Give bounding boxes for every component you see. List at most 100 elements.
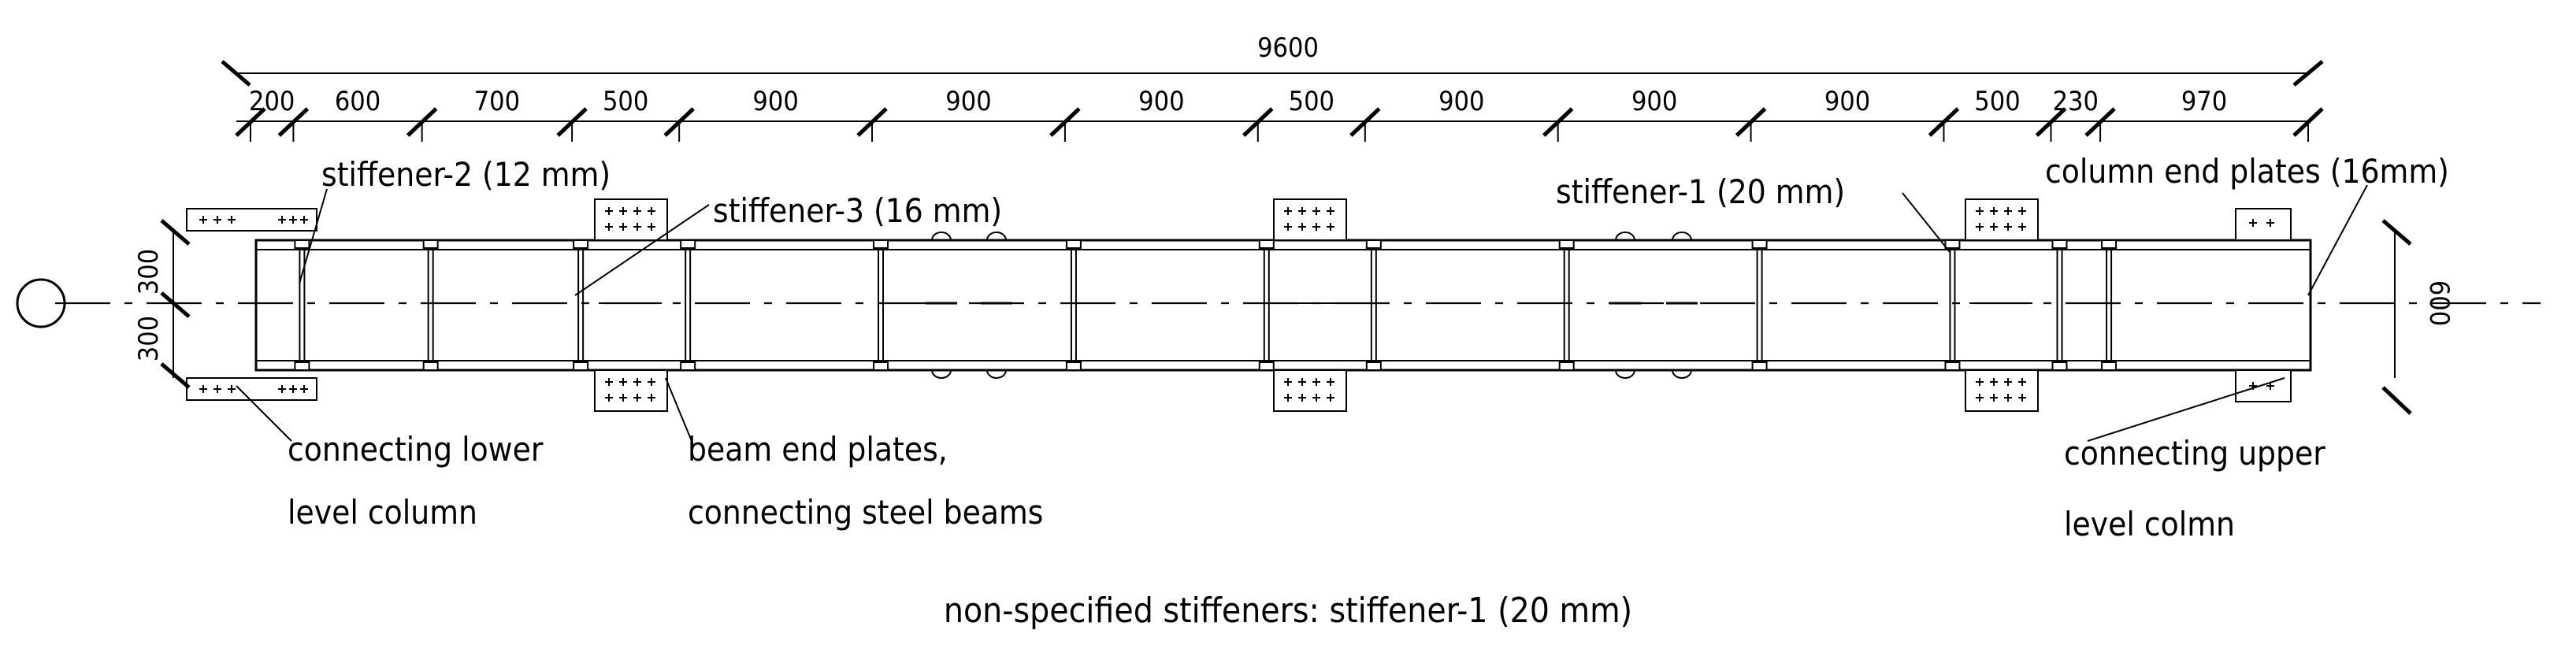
bolt-marker xyxy=(619,378,627,386)
overall-dimension: 9600 xyxy=(221,32,2324,87)
upper-column-label-line2: level colmn xyxy=(2064,505,2235,543)
bolt-marker xyxy=(289,385,297,393)
bolt-marker xyxy=(228,216,236,224)
bolt-marker xyxy=(648,223,655,231)
stiffener-cap xyxy=(1258,361,1275,371)
segment-dimension-label: 500 xyxy=(1974,86,2020,117)
segment-dimension-label: 500 xyxy=(603,86,648,117)
lower-column-label-line2: level column xyxy=(288,493,477,532)
depth-dimension-lower: 300 xyxy=(133,316,165,361)
bolt-marker xyxy=(1990,394,1998,402)
bolt-marker xyxy=(648,207,655,215)
axis-marker-circle xyxy=(16,278,66,328)
upper-column-label-line1: connecting upper xyxy=(2064,434,2325,473)
column-member xyxy=(254,239,2312,372)
stiffener-cap xyxy=(2101,361,2118,371)
beam-end-plate-bottom xyxy=(1965,369,2039,412)
bolt-marker xyxy=(605,394,613,402)
segment-dimension-label: 900 xyxy=(1631,86,1677,117)
beam-end-plate-top xyxy=(1965,198,2039,241)
bolt-marker xyxy=(1284,207,1292,215)
bolt-marker xyxy=(633,378,641,386)
flange-bolt-head xyxy=(986,369,1007,379)
bolt-marker xyxy=(228,385,236,393)
flange-bolt-head xyxy=(931,369,952,379)
bolt-marker xyxy=(1312,378,1320,386)
bolt-marker xyxy=(2018,394,2026,402)
stiffener-cap xyxy=(1944,239,1961,249)
stiffener-cap xyxy=(573,361,589,371)
bolt-marker xyxy=(605,378,613,386)
bolt-marker xyxy=(289,216,297,224)
bolt-marker xyxy=(1298,378,1306,386)
stiffener-lines xyxy=(294,239,2118,371)
column-end-plates-label: column end plates (16mm) xyxy=(2045,152,2449,191)
stiffener-cap xyxy=(1558,239,1575,249)
stiffener-cap xyxy=(1065,239,1082,249)
segment-dimension-label: 970 xyxy=(2181,86,2227,117)
stiffener-note: non-specified stiffeners: stiffener-1 (2… xyxy=(944,591,1632,631)
bolt-marker xyxy=(619,223,627,231)
stiffener-cap xyxy=(2051,361,2068,371)
beam-end-plates-label-line1: beam end plates, xyxy=(688,430,948,469)
overall-dimension-label: 9600 xyxy=(1257,32,1319,64)
bolt-marker xyxy=(300,216,308,224)
dimension-extension-lines xyxy=(250,121,2309,142)
beam-end-plate-top xyxy=(594,198,668,241)
stiffener-cap xyxy=(422,361,439,371)
segment-dimension-label: 500 xyxy=(1289,86,1334,117)
bolt-marker xyxy=(619,394,627,402)
bolt-marker xyxy=(1990,223,1998,231)
stiffener-2-label: stiffener-2 (12 mm) xyxy=(321,155,611,194)
stiffener-cap xyxy=(1365,361,1382,371)
bolt-marker xyxy=(1327,223,1334,231)
flange-bolt-head xyxy=(1615,369,1635,379)
bolt-marker xyxy=(633,394,641,402)
stiffener-1-label: stiffener-1 (20 mm) xyxy=(1556,172,1845,211)
stiffener-cap xyxy=(1065,361,1082,371)
lower-column-label-line1: connecting lower xyxy=(288,430,544,469)
bolt-marker xyxy=(1990,378,1998,386)
bolt-marker xyxy=(605,223,613,231)
bolt-marker xyxy=(1976,378,1984,386)
bolt-marker xyxy=(199,216,207,224)
bolt-marker xyxy=(2004,207,2012,215)
bolt-marker xyxy=(199,385,207,393)
stiffener-cap xyxy=(1751,239,1768,249)
segment-dimension-label: 900 xyxy=(1824,86,1870,117)
bolt-marker xyxy=(1284,394,1292,402)
depth-dimension-right: 600 xyxy=(2423,280,2455,326)
flange-bolt-head xyxy=(986,232,1007,241)
bolt-marker xyxy=(605,207,613,215)
column-web-outline xyxy=(254,239,2312,372)
bolt-marker xyxy=(1284,378,1292,386)
bolt-marker xyxy=(1298,207,1306,215)
annotation-labels: stiffener-2 (12 mm) stiffener-3 (16 mm) … xyxy=(288,152,2449,631)
bolt-marker xyxy=(1327,378,1334,386)
leader-lines xyxy=(236,184,2368,446)
bolt-marker xyxy=(1976,394,1984,402)
stiffener-cap xyxy=(294,239,310,249)
bolt-marker xyxy=(1312,223,1320,231)
stiffener-cap xyxy=(422,239,439,249)
segment-dimension-label: 700 xyxy=(474,86,520,117)
bolt-marker xyxy=(1298,223,1306,231)
bolt-marker xyxy=(2004,394,2012,402)
upper-column-plate-bottom xyxy=(2235,369,2292,402)
segment-dimension-label: 200 xyxy=(249,86,295,117)
bolt-marker xyxy=(2004,378,2012,386)
beam-end-plate-bottom xyxy=(594,369,668,412)
stiffener-cap xyxy=(680,239,696,249)
connection-plates xyxy=(186,198,2292,412)
bolt-marker xyxy=(278,216,286,224)
stiffener-cap xyxy=(294,361,310,371)
segment-dimension-label: 230 xyxy=(2053,86,2099,117)
stiffener-cap xyxy=(680,361,696,371)
stiffener-cap xyxy=(1751,361,1768,371)
segment-dimension-label: 900 xyxy=(945,86,991,117)
bolt-marker xyxy=(300,385,308,393)
bolt-marker xyxy=(648,394,655,402)
stiffener-cap xyxy=(2101,239,2118,249)
bolt-marker xyxy=(1976,223,1984,231)
